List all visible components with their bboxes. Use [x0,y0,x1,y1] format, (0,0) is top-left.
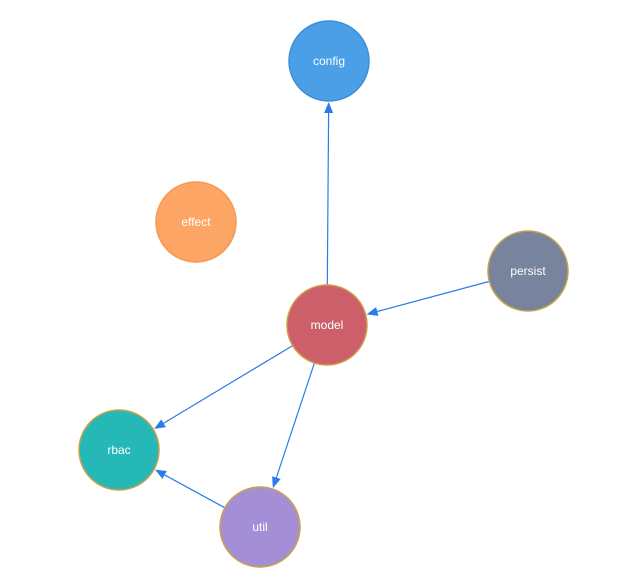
node-model[interactable]: model [286,284,368,366]
node-config[interactable]: config [288,20,370,102]
node-circle-persist[interactable] [487,230,569,312]
arrowhead-rbac-icon [154,419,166,429]
node-effect[interactable]: effect [155,181,237,263]
node-util[interactable]: util [219,486,301,568]
node-circle-model[interactable] [286,284,368,366]
edges-layer [154,101,490,509]
arrowhead-rbac-icon [154,469,167,479]
edge-model-to-util[interactable] [275,362,315,478]
node-circle-config[interactable] [288,20,370,102]
edge-model-to-rbac[interactable] [163,345,294,424]
edge-util-to-rbac[interactable] [164,474,226,509]
arrowhead-model-icon [366,307,379,316]
node-circle-effect[interactable] [155,181,237,263]
node-persist[interactable]: persist [487,230,569,312]
arrowhead-util-icon [272,476,281,489]
node-rbac[interactable]: rbac [78,409,160,491]
node-circle-rbac[interactable] [78,409,160,491]
arrowhead-config-icon [324,101,334,114]
edge-model-to-config[interactable] [326,112,330,286]
nodes-layer: config effect persist model rbac util [78,20,569,568]
node-circle-util[interactable] [219,486,301,568]
edge-persist-to-model[interactable] [377,280,490,313]
